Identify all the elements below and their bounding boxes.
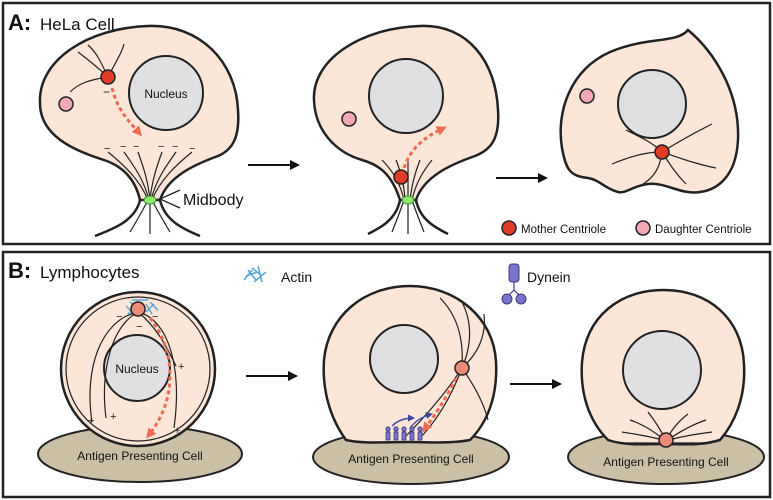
midbody-label: Midbody <box>183 192 243 209</box>
centrosome <box>130 301 146 317</box>
mother-centriole-swatch <box>501 220 517 236</box>
lymphocyte-3: Antigen Presenting Cell <box>567 288 765 485</box>
midbody-pointer <box>158 189 181 209</box>
dynein-label: Dynein <box>527 269 571 285</box>
centriole-path-arrow <box>110 87 142 137</box>
nucleus-label: Nucleus <box>144 87 187 101</box>
daughter-cell-edge <box>94 199 201 238</box>
nucleus <box>617 69 687 139</box>
centrosome <box>454 360 470 376</box>
dynein-legend: Dynein <box>501 263 571 305</box>
mother-centriole <box>393 169 409 185</box>
svg-text:+: + <box>178 361 184 373</box>
midbody <box>143 195 157 205</box>
daughter-centriole <box>579 88 595 104</box>
hela-cell-3 <box>559 28 740 194</box>
svg-text:−: − <box>120 141 126 153</box>
svg-text:+: + <box>174 425 180 437</box>
svg-text:−: − <box>136 321 142 333</box>
mother-centriole <box>654 144 670 160</box>
nucleus <box>368 58 444 134</box>
actin-legend: Actin <box>243 265 312 285</box>
svg-text:−: − <box>158 141 164 153</box>
daughter-cell-edge <box>367 199 449 236</box>
centriole-path-arrow <box>402 126 447 169</box>
panel-b-letter: B: <box>8 258 31 283</box>
minus-marks: −−−−−− <box>104 141 195 155</box>
panel-a-title: HeLa Cell <box>40 15 115 34</box>
polarization-arrow <box>422 377 458 433</box>
svg-text:−: − <box>116 311 122 323</box>
svg-text:+: + <box>88 415 94 427</box>
svg-text:+: + <box>110 411 116 423</box>
midbody-microtubules <box>107 151 193 234</box>
nucleus <box>103 334 171 402</box>
plus-minus-marks: −−− ++++ <box>88 311 184 437</box>
polarization-arrow <box>146 317 172 439</box>
panel-b-title: Lymphocytes <box>40 263 140 282</box>
svg-text:−: − <box>172 141 178 153</box>
actin-icon <box>243 265 267 283</box>
svg-text:−: − <box>133 141 139 153</box>
svg-text:−: − <box>104 143 110 155</box>
daughter-centriole-label: Daughter Centriole <box>655 224 752 236</box>
nucleus <box>128 55 204 131</box>
lymphocyte-2: Antigen Presenting Cell <box>312 284 510 485</box>
dynein-icon <box>501 263 527 305</box>
mother-centriole <box>100 69 116 85</box>
centriole-legend: Mother Centriole Daughter Centriole <box>501 220 752 236</box>
actin-label: Actin <box>281 269 312 285</box>
nucleus-label: Nucleus <box>115 362 158 376</box>
apc-label: Antigen Presenting Cell <box>603 455 728 469</box>
cell-cortex <box>65 296 211 442</box>
svg-text:−: − <box>189 143 195 155</box>
panel-a-letter: A: <box>8 10 31 35</box>
panel-b: B: Lymphocytes Actin Dynein Antigen P <box>1 250 772 499</box>
hela-cell-2 <box>312 24 500 236</box>
dynein-motion-arrows <box>391 412 433 429</box>
nucleus <box>622 330 702 410</box>
midbody <box>401 195 415 205</box>
daughter-centriole <box>58 96 74 112</box>
hela-cell-1: Nucleus − −−−−−− <box>38 24 243 238</box>
centrosome <box>658 432 674 448</box>
daughter-centriole-swatch <box>635 220 651 236</box>
panel-a-border <box>1 1 772 246</box>
minus-end-mark: − <box>103 85 110 99</box>
panel-b-border <box>1 250 772 499</box>
mother-centriole-label: Mother Centriole <box>521 224 606 236</box>
panel-a: A: HeLa Cell Nucleus − <box>1 1 772 246</box>
svg-text:−: − <box>152 311 158 323</box>
daughter-centriole <box>341 111 357 127</box>
apc-label: Antigen Presenting Cell <box>77 449 202 463</box>
lymphocyte-1: Antigen Presenting Cell Nucleus −−− ++++ <box>37 290 243 483</box>
apc-label: Antigen Presenting Cell <box>348 452 473 466</box>
nucleus <box>369 324 439 394</box>
